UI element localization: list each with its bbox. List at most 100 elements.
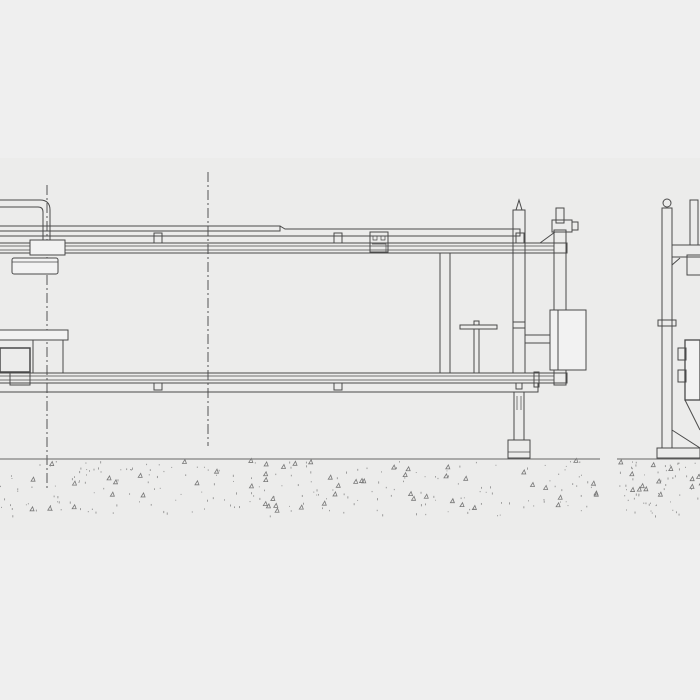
- upper-rail: [0, 225, 281, 232]
- hatch-dot: [523, 506, 525, 509]
- hatch-dot: [509, 502, 510, 505]
- hatch-dot: [678, 462, 680, 464]
- hatch-dot: [579, 461, 581, 464]
- hatch-dot: [371, 490, 373, 493]
- hatch-dot: [10, 504, 11, 507]
- hatch-dot: [567, 505, 569, 507]
- hatch-dot: [357, 499, 359, 501]
- hatch-triangle: [410, 495, 417, 501]
- hatch-dot: [635, 461, 637, 464]
- hatch-dot: [116, 504, 118, 507]
- hatch-dot: [665, 484, 667, 487]
- hatch-dot: [460, 497, 462, 500]
- hatch-dot: [663, 488, 665, 491]
- hatch-dot: [698, 474, 700, 476]
- hatch-dot: [1, 506, 2, 508]
- hatch-dot: [154, 488, 155, 490]
- hatch-triangle: [263, 461, 269, 467]
- hatch-dot: [126, 468, 128, 471]
- hatch-dot: [672, 477, 674, 480]
- clamp: [9, 372, 31, 386]
- hatch-dot: [57, 501, 58, 503]
- hatch-dot: [497, 515, 499, 517]
- hatch-triangle: [407, 490, 414, 497]
- hatch-triangle: [657, 491, 663, 497]
- hatch-dot: [85, 462, 87, 464]
- hatch-dot: [425, 503, 426, 506]
- hatch-dot: [627, 499, 629, 502]
- hatch-dot: [678, 513, 680, 516]
- hatch-dot: [74, 476, 75, 478]
- hatch-dot: [289, 461, 291, 464]
- hatch-dot: [485, 491, 487, 493]
- hatch-dot: [580, 474, 582, 476]
- hatch-dot: [463, 497, 465, 499]
- hatch-dot: [0, 485, 1, 488]
- small-table: [459, 324, 498, 330]
- hatch-triangle: [327, 474, 333, 480]
- hatch-dot: [322, 507, 323, 510]
- hatch-dot: [473, 508, 475, 510]
- hatch-dot: [80, 467, 82, 470]
- hatch-dot: [11, 478, 13, 479]
- hatch-triangle: [181, 458, 187, 464]
- hatch-dot: [216, 474, 217, 476]
- hatch-triangle: [274, 507, 280, 513]
- hatch-dot: [631, 466, 632, 469]
- hatch-triangle: [109, 491, 115, 497]
- hatch-dot: [660, 479, 662, 482]
- hatch-dot: [648, 503, 650, 506]
- hatch-dot: [289, 505, 290, 507]
- hatch-dot: [490, 486, 491, 489]
- end-column: [553, 229, 567, 386]
- hatch-dot: [316, 494, 318, 496]
- hatch-dot: [480, 502, 482, 505]
- hatch-dot: [393, 488, 395, 491]
- hatch-dot: [643, 502, 645, 504]
- hatch-dot: [385, 486, 387, 489]
- hatch-dot: [475, 461, 477, 464]
- hatch-dot: [638, 494, 640, 497]
- hatch-dot: [204, 508, 205, 510]
- hatch-dot: [236, 492, 237, 495]
- hatch-dot: [396, 467, 397, 470]
- hatch-dot: [313, 491, 315, 493]
- hatch-dot: [212, 497, 214, 500]
- base-plate: [656, 447, 700, 459]
- bracket: [515, 232, 525, 244]
- concrete-hatch: [0, 457, 700, 518]
- carriage: [369, 231, 389, 253]
- hatch-dot: [674, 475, 676, 478]
- hatch-dot: [549, 480, 551, 482]
- bracket: [153, 232, 163, 244]
- hatch-dot: [501, 502, 502, 504]
- hatch-triangle: [332, 491, 338, 497]
- hatch-dot: [253, 495, 255, 497]
- hatch-triangle: [298, 504, 304, 510]
- hatch-dot: [667, 477, 669, 480]
- bracket: [333, 232, 343, 244]
- cabinet: [549, 309, 587, 371]
- hatch-dot: [10, 475, 12, 477]
- hatch-triangle: [265, 502, 271, 509]
- hatch-dot: [336, 477, 338, 480]
- hatch-triangle: [689, 475, 695, 482]
- hatch-dot: [332, 489, 334, 491]
- hatch-triangle: [262, 470, 269, 477]
- hatch-dot: [495, 464, 497, 466]
- hatch-dot: [4, 498, 6, 501]
- hatch-dot: [479, 491, 481, 493]
- hatch-dot: [554, 485, 556, 488]
- hatch-dot: [275, 473, 277, 476]
- hatch-dot: [481, 486, 482, 489]
- hatch-dot: [87, 511, 89, 513]
- hatch-dot: [632, 461, 633, 463]
- hatch-dot: [180, 493, 182, 495]
- hatch-dot: [572, 483, 574, 485]
- hatch-dot: [560, 501, 561, 503]
- hatch-dot: [424, 476, 426, 478]
- hatch-dot: [347, 496, 349, 499]
- hatch-triangle: [248, 457, 254, 463]
- hatch-dot: [25, 504, 27, 506]
- hatch-dot: [633, 497, 635, 500]
